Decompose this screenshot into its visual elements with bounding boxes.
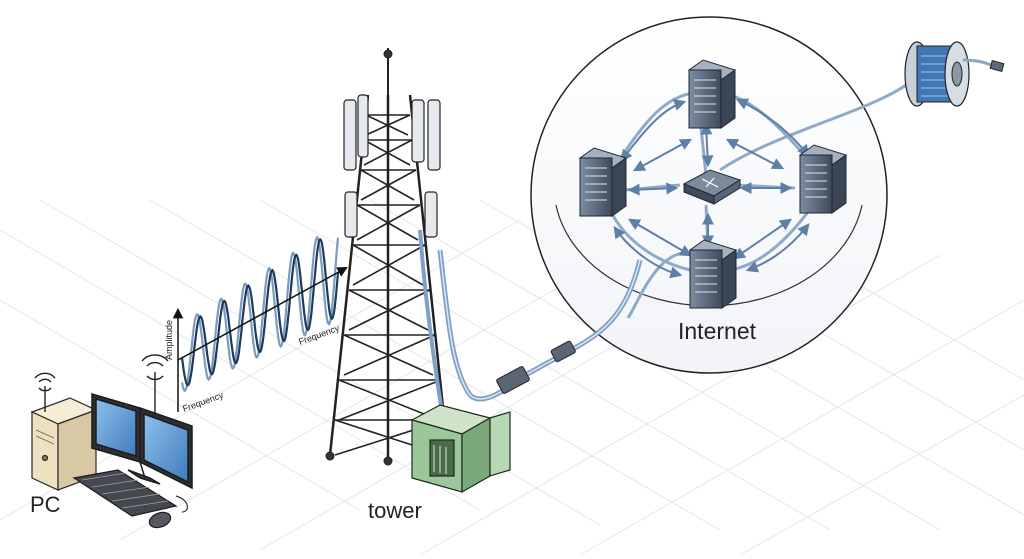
server-icon: [798, 144, 848, 214]
server-icon: [687, 59, 737, 129]
monitor-icon: [91, 393, 193, 490]
keyboard-icon: [72, 469, 178, 517]
amplitude-label: Amplitude: [164, 320, 174, 360]
wifi-icon: [141, 354, 169, 414]
wifi-icon: [34, 372, 56, 412]
frequency-wave-label: Frequency: [297, 323, 341, 347]
frequency-axis-label: Frequency: [181, 390, 225, 414]
network-switch-icon: [682, 169, 742, 205]
tower-label: tower: [368, 498, 422, 523]
radio-wave: [180, 235, 340, 393]
equipment-cabinet-icon: [410, 404, 511, 494]
mouse-icon: [148, 495, 188, 529]
pc-label: PC: [30, 492, 61, 517]
cable-connector: [496, 340, 576, 394]
server-icon: [688, 239, 738, 309]
cable-spool-icon: [904, 41, 1005, 107]
pc-tower: [30, 397, 98, 491]
wave-axes: [172, 266, 348, 412]
backhaul-cable: [437, 249, 643, 402]
antenna-icon: [343, 94, 441, 238]
internet-label: Internet: [678, 318, 756, 344]
mesh-arrows: [613, 98, 810, 279]
server-icon: [578, 147, 628, 217]
